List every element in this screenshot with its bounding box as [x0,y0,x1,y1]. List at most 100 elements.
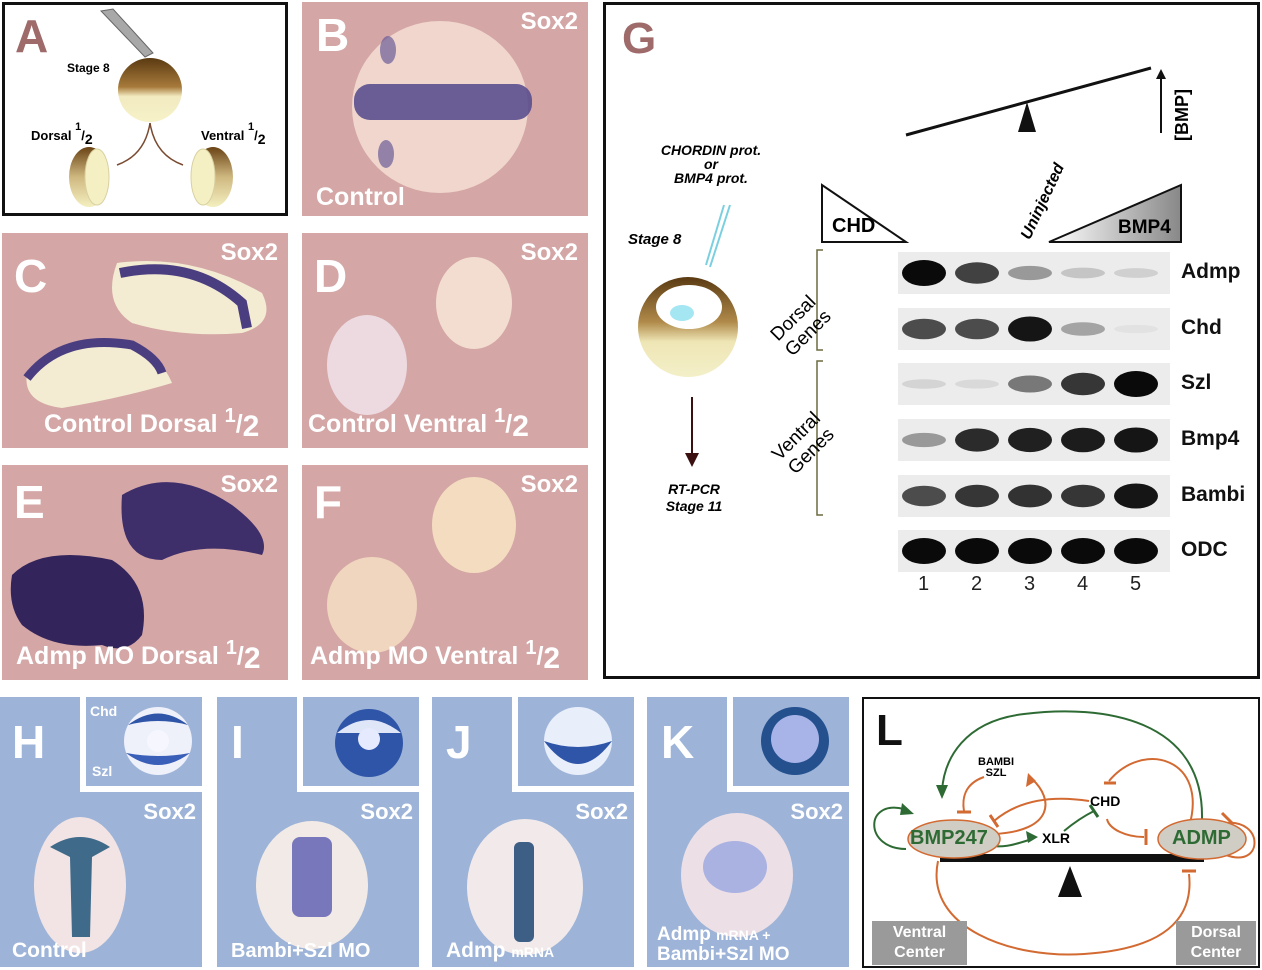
stage8-embryo [118,58,182,122]
caption-i: Bambi+Szl MO [231,940,371,962]
panel-j: J Sox2 Admp mRNA [432,697,634,967]
ventral-half [190,147,233,207]
panel-d: D Sox2 Control Ventral 1/2 [302,233,588,448]
panel-k: K Sox2 Admp mRNA + Bambi+Szl MO [647,697,849,967]
gene-label-bmp4: Bmp4 [1181,427,1240,450]
marker-label-h: Sox2 [143,799,196,824]
caption-j: Admp mRNA [446,939,555,962]
xlr-to-chd-inhibition [1063,810,1095,832]
admp-node [1157,818,1247,860]
admp-to-bmp-activation [941,710,1204,820]
band-chd-lane-3 [1008,316,1052,342]
band-bambi-lane-3 [1008,484,1052,508]
band-odc-lane-2 [955,538,999,564]
admp-label: ADMP [1172,827,1231,849]
marker-label-k: Sox2 [790,799,843,824]
chd-inhibits-bmp [993,797,1090,822]
panel-letter-k: K [661,716,695,768]
chd-inhibits-admp [1106,818,1145,838]
bmp-self-activation [873,806,907,850]
dorsal-center-box [1176,921,1256,965]
dissection-diagram [69,8,233,207]
band-szl-lane-1 [902,379,946,389]
panel-f: F Sox2 Admp MO Ventral 1/2 [302,465,588,680]
gene-label-szl: Szl [1181,371,1212,394]
band-chd-lane-2 [955,318,999,340]
panel-letter-i: I [231,716,244,768]
panel-a: A Stage 8 Dorsal 1/2 Ventral 1/ [2,2,288,216]
dorsal-bracket [816,249,823,351]
bmp4-label: BMP4 [1118,217,1171,238]
panel-b: B Sox2 Control [302,2,588,216]
caption-h: Control [12,939,87,962]
marker-label-i: Sox2 [360,799,413,824]
bmp-inhibits-admp [935,860,1191,956]
caption-d: Control Ventral 1/2 [308,405,529,443]
dorsal-half [69,147,110,207]
chd-label: CHD [832,215,876,237]
ventral-bracket [816,360,823,516]
band-odc-lane-4 [1061,538,1105,564]
inset-szl-label: Szl [92,763,113,779]
embryo-image-h [34,817,126,953]
embryo-image-c [23,261,267,408]
band-bambi-lane-5 [1114,483,1158,509]
bmp4-gradient-triangle [1048,183,1182,243]
xlr-label: XLR [1042,830,1070,846]
admp-self-inhibition [1225,821,1256,859]
panel-letter-e: E [14,476,45,528]
marker-label-d: Sox2 [520,239,578,266]
panel-h: Chd Szl H Sox2 Control [0,697,202,967]
panel-letter-h: H [12,716,46,768]
band-bmp4-lane-2 [955,428,999,452]
band-admp-lane-3 [1008,265,1052,281]
caption-k: Admp mRNA + Bambi+Szl MO [657,924,790,965]
marker-label-j: Sox2 [575,799,628,824]
band-bambi-lane-4 [1061,484,1105,508]
stage8-label-g: Stage 8 [628,231,682,248]
ventral-center-box [872,921,967,965]
inset-j [512,697,634,792]
chd-gradient-triangle [821,183,910,243]
bambi-inhibits-bmp [962,776,985,812]
embryo-image-b [352,21,532,193]
fulcrum-icon [1018,102,1036,132]
panel-letter-g: G [622,14,657,63]
caption-c: Control Dorsal 1/2 [44,405,260,443]
band-chd-lane-1 [902,318,946,340]
gene-label-chd: Chd [1181,316,1222,339]
lane-number-5: 5 [1130,573,1142,595]
band-admp-lane-2 [955,262,999,284]
injection-label: CHORDIN prot. or BMP4 prot. [660,142,762,186]
lane-number-4: 4 [1077,573,1089,595]
dorsal-half-label: Dorsal 1/2 [31,121,93,147]
band-chd-lane-5 [1114,324,1158,334]
bmp-axis-label: [BMP] [1172,89,1192,141]
lane-number-3: 3 [1024,573,1036,595]
micropipette-icon [705,204,731,268]
band-odc-lane-3 [1008,538,1052,564]
band-odc-lane-1 [902,538,946,564]
panel-g: G CHORDIN prot. or BMP4 prot. [603,2,1260,679]
scalpel-icon [99,8,154,58]
marker-label-f: Sox2 [520,471,578,498]
fulcrum-icon-l [1058,866,1082,897]
embryo-image-d [327,257,512,415]
chd-label-l: CHD [1090,793,1121,809]
band-szl-lane-4 [1061,372,1105,396]
panel-letter-c: C [14,250,48,302]
bmp-arrow-head [1156,69,1166,79]
split-arrow-left [116,122,151,166]
band-chd-lane-4 [1061,322,1105,336]
marker-label-b: Sox2 [520,8,578,35]
band-bambi-lane-2 [955,484,999,508]
band-szl-lane-2 [955,379,999,389]
band-bmp4-lane-5 [1114,427,1158,453]
band-bmp4-lane-3 [1008,427,1052,453]
down-arrow-head [685,453,699,467]
rt-pcr-blot [898,252,1170,572]
panel-letter-a: A [15,10,49,62]
